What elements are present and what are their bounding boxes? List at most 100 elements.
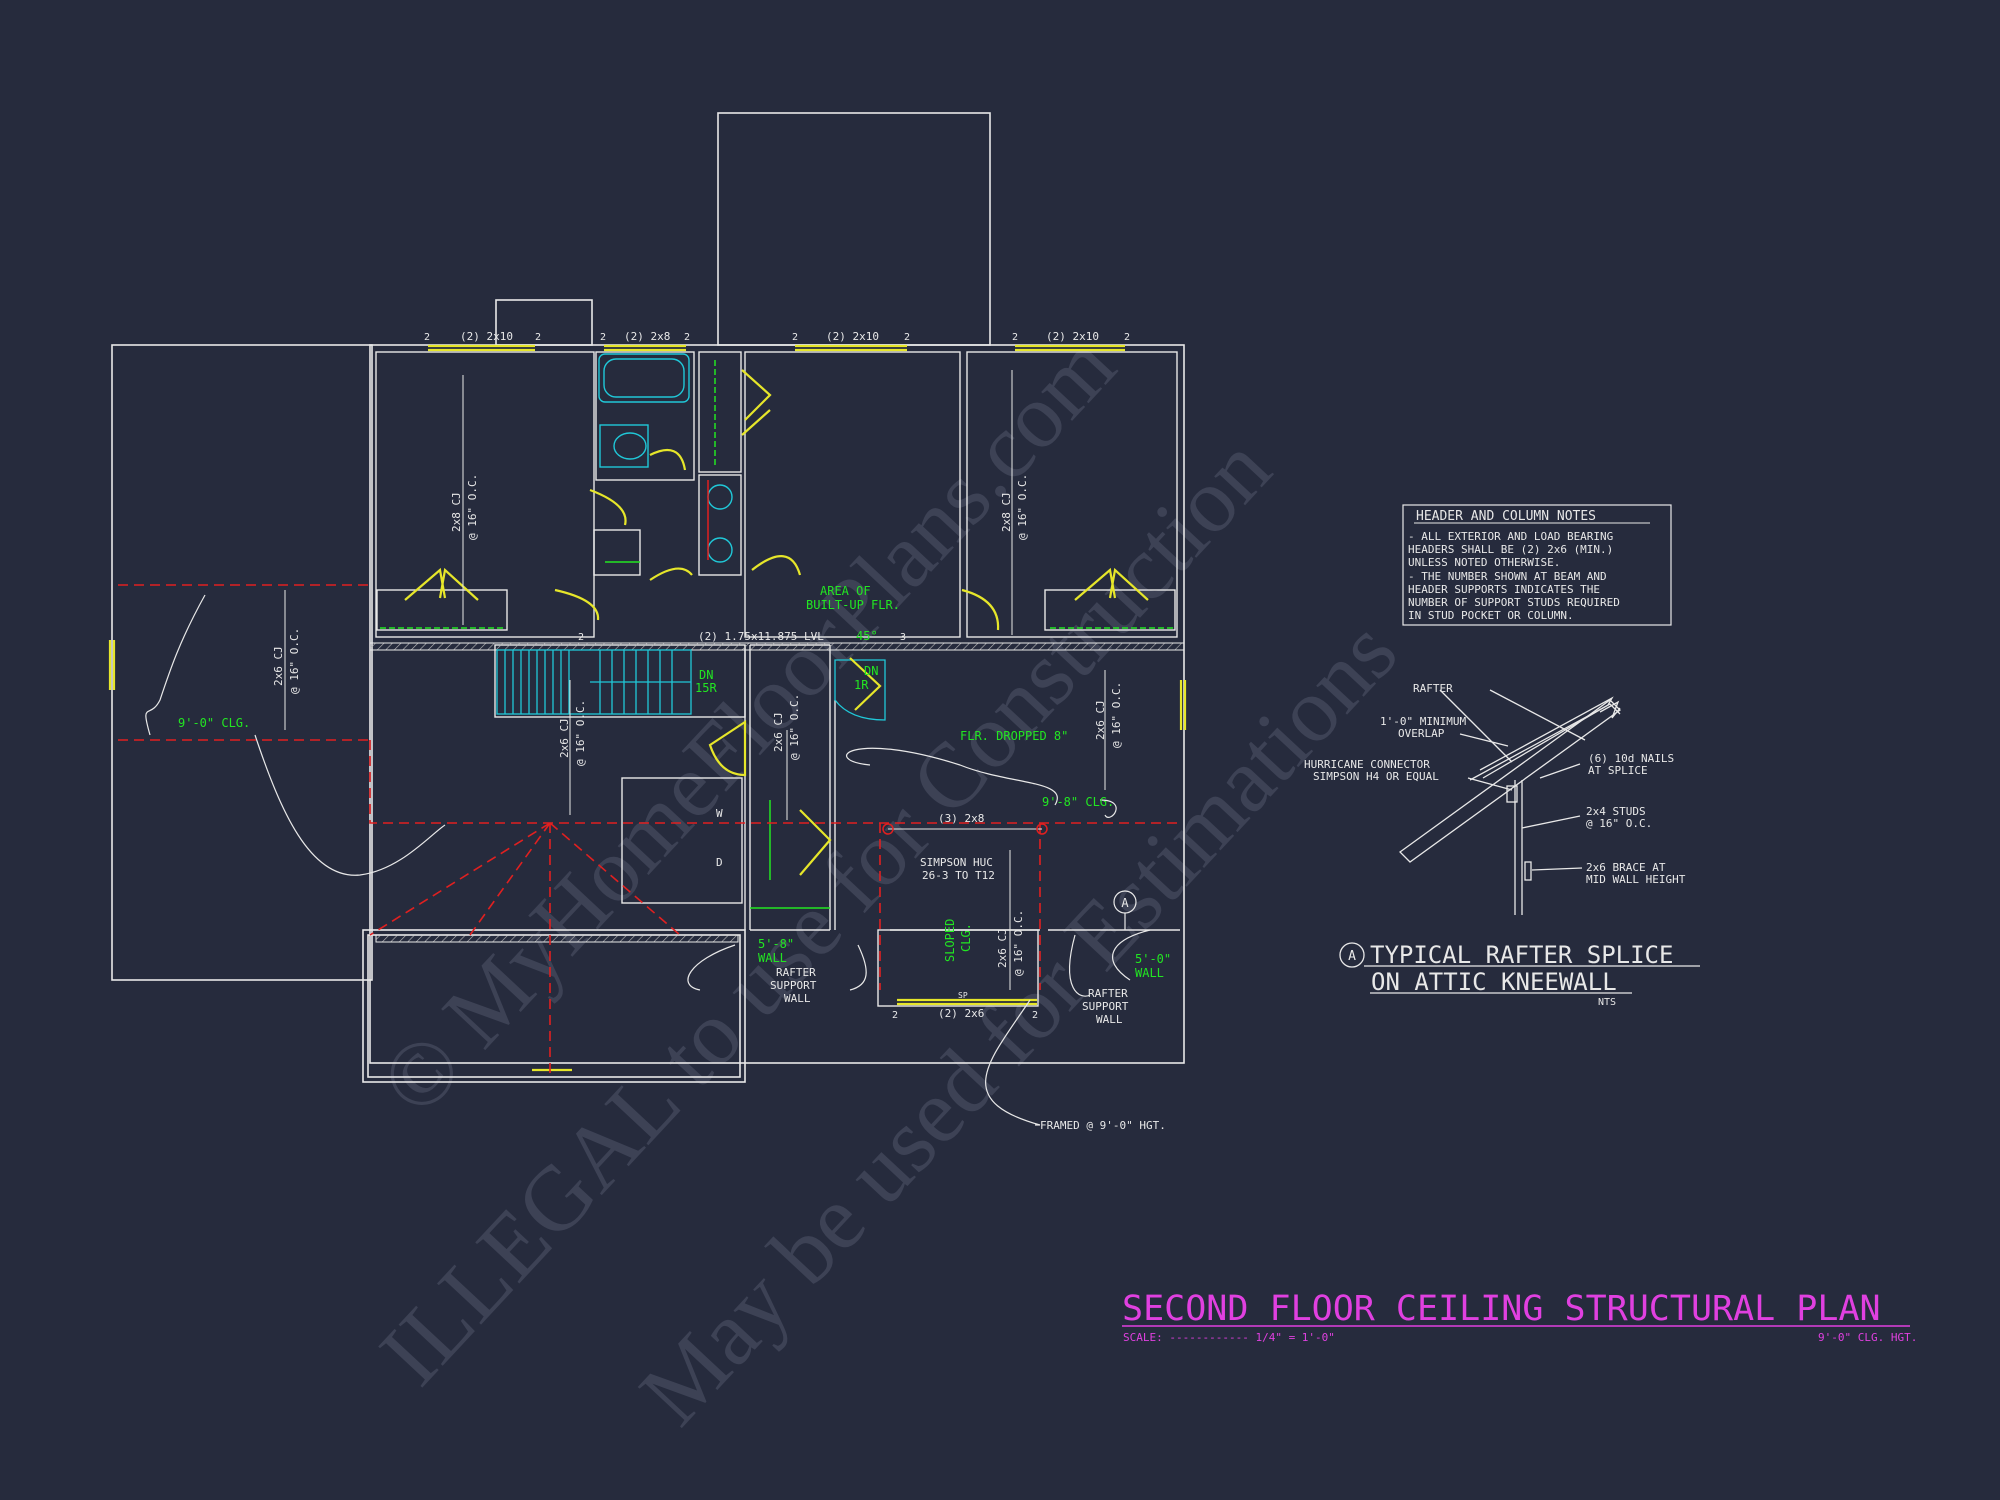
joist-labels: 2x8 CJ @ 16" O.C. 2x8 CJ @ 16" O.C. 2x6 … [272, 474, 1123, 976]
detail-overlap-label: 1'-0" MINIMUM [1380, 715, 1466, 728]
hanger-label: SIMPSON HUC [920, 856, 993, 869]
detail-rafter-label: RAFTER [1413, 682, 1453, 695]
ceiling-height-note: 9'-0" CLG. HGT. [1818, 1331, 1917, 1344]
cj-label: 2x6 CJ [558, 718, 571, 758]
rafter-support-label: RAFTER [1088, 987, 1128, 1000]
notes-line: HEADER SUPPORTS INDICATES THE [1408, 583, 1600, 596]
ceiling-break-lines [118, 584, 1180, 1075]
detail-title: TYPICAL RAFTER SPLICE [1370, 941, 1673, 969]
stud-count: 2 [578, 632, 584, 643]
detail-brace-label: MID WALL HEIGHT [1586, 873, 1686, 886]
windows-doors [108, 344, 1187, 1072]
stud-count-labels: 2 2 2 2 2 2 2 2 2 3 2 2 [424, 332, 1130, 1021]
bearing-wall-band [369, 642, 1185, 651]
scale-label: SCALE: ------------ 1/4" = 1'-0" [1123, 1331, 1335, 1344]
notes-line: - ALL EXTERIOR AND LOAD BEARING [1408, 530, 1613, 543]
kneewall-label: WALL [758, 951, 787, 965]
cj-label: 2x6 CJ [272, 646, 285, 686]
stud-count: 2 [535, 332, 541, 343]
white-labels: RAFTER SUPPORT WALL RAFTER SUPPORT WALL … [716, 807, 1166, 1132]
kneewall-label: WALL [1135, 966, 1164, 980]
oc-label: @ 16" O.C. [288, 628, 301, 694]
detail-nails-label: AT SPLICE [1588, 764, 1648, 777]
header-label: (2) 2x10 [460, 330, 513, 343]
stair-down-label: DN [699, 668, 713, 682]
porch-wall-band [375, 934, 739, 943]
lvl-beam-label: (2) 1.75x11.875 LVL [698, 630, 824, 643]
header-label: (2) 2x10 [1046, 330, 1099, 343]
sloped-ceiling-label: CLG. [959, 923, 973, 952]
floor-dropped-label: FLR. DROPPED 8" [960, 729, 1068, 743]
stud-count: 2 [1032, 1010, 1038, 1021]
stud-count: 2 [892, 1010, 898, 1021]
cj-label: 2x8 CJ [1000, 492, 1013, 532]
stud-count: 2 [600, 332, 606, 343]
built-up-floor-label: AREA OF [820, 584, 871, 598]
rafter-support-label: SUPPORT [770, 979, 817, 992]
sp-label: SP [958, 991, 968, 1000]
oc-label: @ 16" O.C. [1110, 682, 1123, 748]
kneewall-height-label: 5'-0" [1135, 952, 1171, 966]
header-label: (2) 2x6 [938, 1007, 984, 1020]
rafter-support-label: WALL [1096, 1013, 1123, 1026]
header-column-notes: HEADER AND COLUMN NOTES - ALL EXTERIOR A… [1402, 504, 1672, 626]
notes-heading: HEADER AND COLUMN NOTES [1416, 509, 1596, 524]
cj-label: 2x6 CJ [772, 712, 785, 752]
built-up-floor-label: BUILT-UP FLR. [806, 598, 900, 612]
beam-label: (3) 2x8 [938, 812, 984, 825]
cj-label: 2x8 CJ [450, 492, 463, 532]
detail-nails-label: (6) 10d NAILS [1588, 752, 1674, 765]
stud-count: 2 [792, 332, 798, 343]
stud-count: 2 [684, 332, 690, 343]
detail-nts-label: NTS [1598, 997, 1616, 1008]
ceiling-height-label: 9'-8" CLG. [1042, 795, 1114, 809]
header-labels: (2) 2x10 (2) 2x8 (2) 2x10 (2) 2x10 (2) 1… [460, 330, 1099, 1020]
plan-title: SECOND FLOOR CEILING STRUCTURAL PLAN [1122, 1289, 1881, 1329]
detail-hurricane-label: SIMPSON H4 OR EQUAL [1313, 770, 1439, 783]
stair-down-label: DN [864, 664, 878, 678]
notes-line: UNLESS NOTED OTHERWISE. [1408, 556, 1560, 569]
oc-label: @ 16" O.C. [574, 700, 587, 766]
detail-studs-label: @ 16" O.C. [1586, 817, 1652, 830]
notes-line: HEADERS SHALL BE (2) 2x6 (MIN.) [1408, 543, 1613, 556]
stair-riser-label: 1R [854, 678, 869, 692]
stud-count: 3 [900, 632, 906, 643]
section-marker: A [1113, 890, 1137, 930]
notes-line: NUMBER OF SUPPORT STUDS REQUIRED [1408, 596, 1620, 609]
detail-title: ON ATTIC KNEEWALL [1371, 968, 1617, 996]
header-label: (2) 2x8 [624, 330, 670, 343]
washer-label: W [716, 807, 723, 820]
green-linework [380, 360, 1175, 909]
sheet-title: SECOND FLOOR CEILING STRUCTURAL PLAN SCA… [1122, 1289, 1917, 1344]
section-marker-label: A [1121, 896, 1129, 910]
detail-studs-label: 2x4 STUDS [1586, 805, 1646, 818]
notes-line: IN STUD POCKET OR COLUMN. [1408, 609, 1574, 622]
stud-count: 2 [424, 332, 430, 343]
bath-fixtures [598, 353, 733, 563]
cj-label: 2x6 CJ [996, 928, 1009, 968]
rafter-support-label: RAFTER [776, 966, 816, 979]
detail-hurricane-label: HURRICANE CONNECTOR [1304, 758, 1430, 771]
green-labels: 9'-0" CLG. 9'-8" CLG. AREA OF BUILT-UP F… [178, 584, 1171, 980]
ceiling-height-label: 9'-0" CLG. [178, 716, 250, 730]
oc-label: @ 16" O.C. [466, 474, 479, 540]
beam-end-circles [882, 823, 1048, 835]
header-label: (2) 2x10 [826, 330, 879, 343]
oc-label: @ 16" O.C. [1016, 474, 1029, 540]
framed-height-label: FRAMED @ 9'-0" HGT. [1040, 1119, 1166, 1132]
angle-label: 45° [856, 629, 878, 643]
joist-span-lines [284, 370, 1106, 990]
interior-walls [375, 351, 1180, 1007]
watermark: © MyHomeFloorPlans.com ILLEGAL to use fo… [360, 314, 1416, 1444]
stud-count: 2 [1124, 332, 1130, 343]
rafter-splice-detail: RAFTER 1'-0" MINIMUM OVERLAP HURRICANE C… [1304, 682, 1700, 1008]
notes-line: - THE NUMBER SHOWN AT BEAM AND [1408, 570, 1607, 583]
cj-label: 2x6 CJ [1094, 700, 1107, 740]
kneewall-height-label: 5'-8" [758, 937, 794, 951]
detail-overlap-label: OVERLAP [1398, 727, 1445, 740]
stair-riser-label: 15R [695, 681, 717, 695]
dryer-label: D [716, 856, 723, 869]
rafter-support-label: SUPPORT [1082, 1000, 1129, 1013]
leader-lines [145, 594, 1151, 1126]
